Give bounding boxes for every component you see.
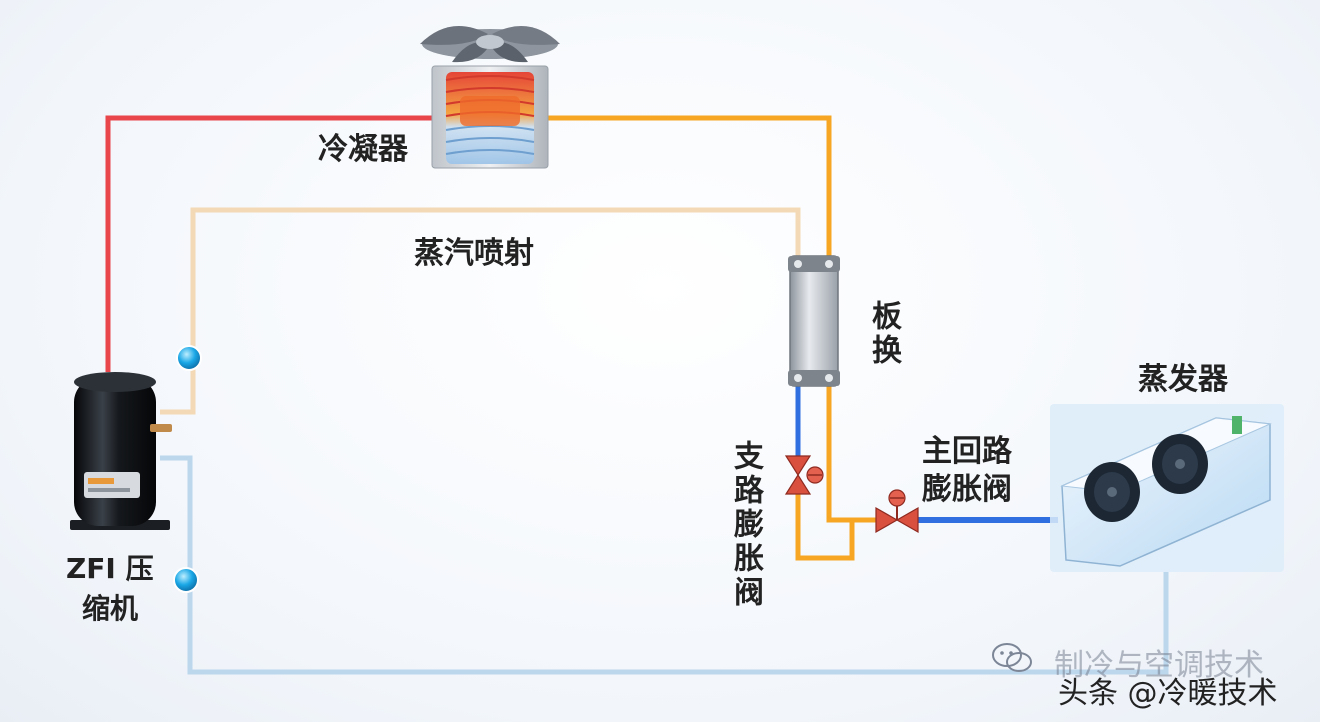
evaporator-label: 蒸发器 <box>1138 362 1228 397</box>
branch-expansion-valve-icon <box>784 455 824 495</box>
suction-pipe <box>160 455 1169 675</box>
steam-injection-label: 蒸汽喷射 <box>414 236 534 271</box>
temperature-sensor-icon-upper <box>176 345 202 371</box>
condenser-fan-coil-icon <box>420 26 560 169</box>
plate-exchanger-label: 板换 <box>866 300 901 368</box>
watermark-source: 头条 @冷暖技术 <box>1058 676 1278 711</box>
injection-pipe <box>160 207 801 415</box>
temperature-sensor-icon-lower <box>173 567 199 593</box>
branch-liquid-pipe <box>795 492 855 561</box>
main-valve-label-line2: 膨胀阀 <box>922 472 1012 507</box>
wechat-logo-icon <box>992 643 1032 672</box>
main-expansion-valve-icon <box>875 489 919 534</box>
compressor-label-line2: 缩机 <box>82 592 139 625</box>
branch-valve-label: 支路膨胀阀 <box>728 440 763 610</box>
evaporator-unit-icon <box>1050 404 1284 572</box>
main-valve-label-line1: 主回路 <box>922 434 1012 469</box>
scroll-compressor-icon <box>70 372 172 530</box>
liquid-pipe-to-valve <box>826 386 878 523</box>
discharge-pipe <box>105 115 450 372</box>
compressor-label-line1: ZFI 压 <box>66 552 154 585</box>
condenser-label: 冷凝器 <box>318 132 408 167</box>
watermark-account: 制冷与空调技术 <box>1054 648 1264 683</box>
plate-heat-exchanger-icon <box>788 255 840 387</box>
liquid-pipe-main <box>545 115 832 262</box>
